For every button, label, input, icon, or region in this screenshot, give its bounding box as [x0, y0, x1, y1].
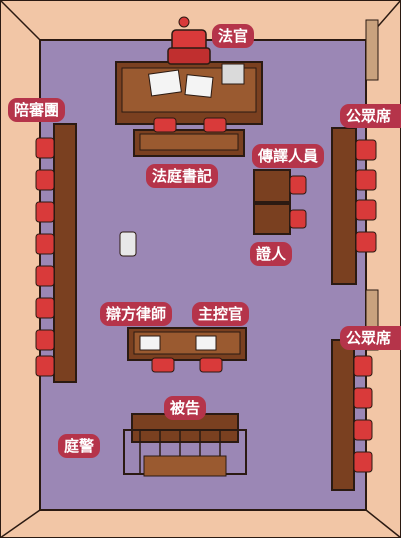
interpreter-box	[253, 169, 307, 203]
label-court-clerk: 法庭書記	[146, 164, 219, 188]
label-public-gallery-bottom: 公眾席	[340, 326, 401, 350]
witness-box	[253, 203, 307, 235]
wall-corner-br	[365, 509, 401, 538]
wall-corner-tl	[0, 0, 41, 41]
label-jury: 陪審團	[8, 98, 66, 122]
floor-object	[119, 231, 137, 257]
label-witness: 證人	[250, 242, 293, 266]
label-defendant: 被告	[164, 396, 207, 420]
label-interpreter: 傳譯人員	[252, 144, 325, 168]
label-judge: 法官	[212, 24, 255, 48]
judge-bench	[115, 61, 263, 125]
public-gallery-top	[331, 127, 377, 285]
label-defense-counsel: 辯方律師	[100, 302, 173, 326]
clerk-desk	[133, 117, 245, 157]
label-prosecutor: 主控官	[192, 302, 250, 326]
label-court-police: 庭警	[58, 434, 101, 458]
label-public-gallery-top: 公眾席	[340, 104, 401, 128]
judge-chair	[167, 16, 211, 65]
counsel-table	[127, 327, 247, 373]
dock	[123, 413, 247, 477]
jury-box	[35, 123, 77, 383]
door-top-right	[365, 19, 379, 81]
wall-corner-bl	[0, 509, 41, 538]
